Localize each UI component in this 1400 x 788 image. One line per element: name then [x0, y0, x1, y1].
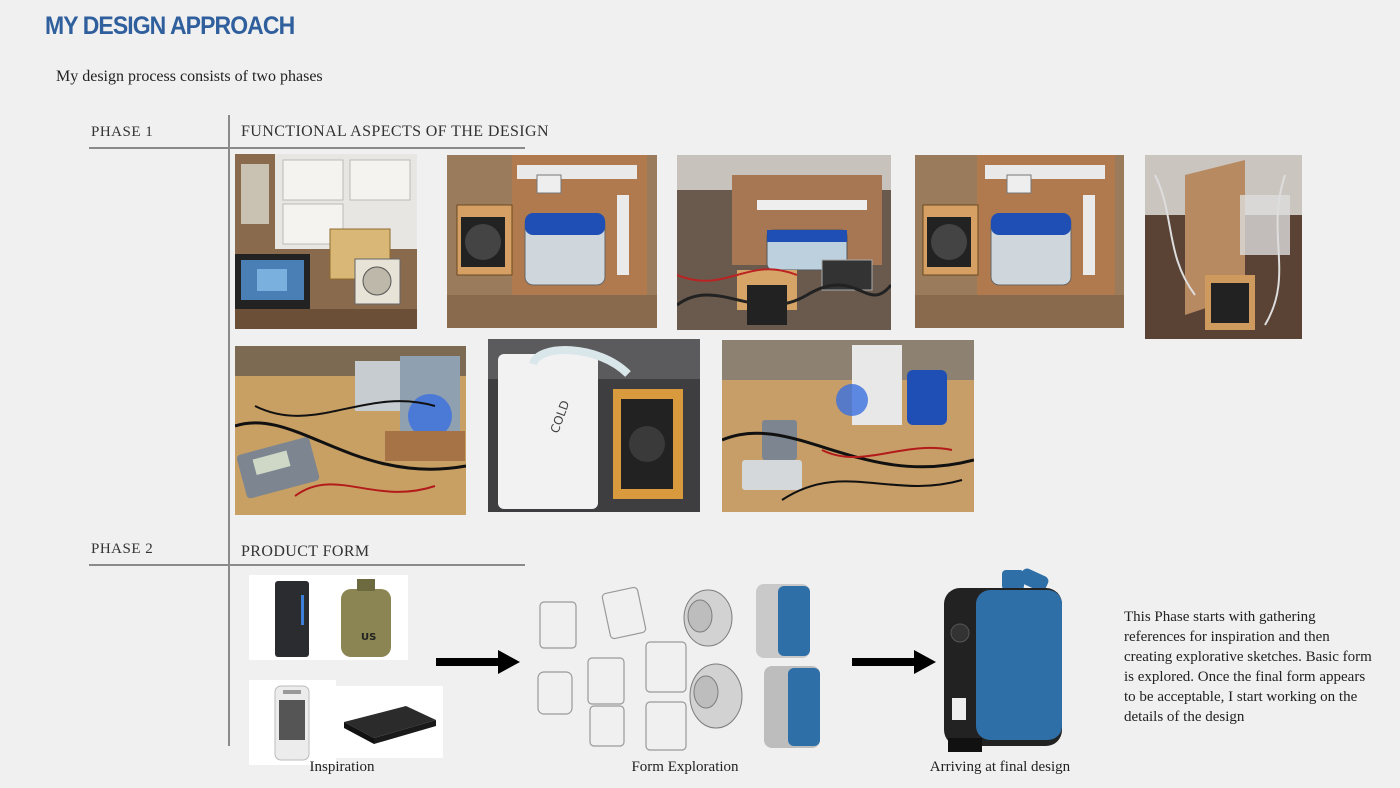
arrow-right-icon [852, 650, 936, 674]
phase-2-section-title: PRODUCT FORM [241, 543, 370, 560]
inspiration-image-air-purifier [249, 680, 336, 765]
phase-1-divider [89, 147, 525, 149]
prototype-photo-water-tank-rig-1 [447, 155, 657, 328]
phase-1-label: PHASE 1 [91, 124, 154, 140]
caption-form-exploration: Form Exploration [631, 759, 739, 775]
phase-1-section-title: FUNCTIONAL ASPECTS OF THE DESIGN [241, 123, 549, 140]
final-design-render [940, 568, 1065, 758]
form-exploration-sketches [530, 580, 830, 755]
caption-inspiration: Inspiration [309, 759, 375, 775]
svg-text:US: US [361, 632, 376, 643]
prototype-photo-insulated-container: COLD [488, 339, 700, 512]
prototype-photo-wiring-rig [677, 155, 891, 330]
inspiration-image-thin-device [336, 686, 443, 758]
caption-final-design: Arriving at final design [929, 759, 1071, 775]
prototype-photo-bench-setup [722, 340, 974, 512]
phase-2-divider [89, 564, 525, 566]
arrow-right-icon [436, 650, 520, 674]
phase-2-description: This Phase starts with gathering referen… [1124, 609, 1372, 725]
timeline-vertical-divider [228, 115, 230, 746]
intro-text: My design process consists of two phases [56, 68, 323, 85]
prototype-photo-rig-side-view [1145, 155, 1302, 339]
prototype-photo-workbench-laptop [235, 154, 417, 329]
inspiration-image-mini-pc-canteen: US [249, 575, 408, 660]
page-title: MY DESIGN APPROACH [45, 12, 295, 40]
prototype-photo-multimeter-cooler [235, 346, 466, 515]
phase-2-label: PHASE 2 [91, 541, 154, 557]
prototype-photo-water-tank-rig-2 [915, 155, 1124, 328]
